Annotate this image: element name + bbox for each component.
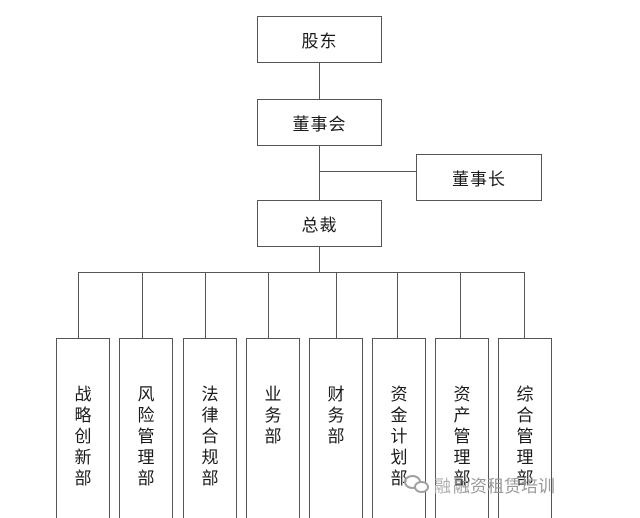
connector-chairman: [319, 171, 416, 172]
node-department: 综合管理部: [498, 338, 552, 518]
wechat-icon: [404, 473, 430, 495]
connector-dept-1: [78, 272, 79, 338]
watermark-name: 融资租赁培训: [453, 476, 555, 497]
node-department: 法律合规部: [183, 338, 237, 518]
department-label: 战略创新部: [74, 385, 92, 489]
connector-dept-2: [142, 272, 143, 338]
department-label: 法律合规部: [201, 385, 219, 489]
connector-board-ceo: [319, 146, 320, 200]
connector-dept-8: [524, 272, 525, 338]
department-label: 资产管理部: [453, 385, 471, 489]
department-label: 业务部: [264, 385, 282, 447]
department-label: 财务部: [327, 385, 345, 447]
node-department: 财务部: [309, 338, 363, 518]
department-bus: [78, 272, 525, 273]
node-department: 资产管理部: [435, 338, 489, 518]
watermark-prefix: 融: [434, 476, 451, 497]
node-board: 董事会: [257, 99, 382, 146]
connector-shareholders-board: [319, 62, 320, 99]
node-chairman-label: 董事长: [452, 170, 506, 190]
connector-dept-5: [336, 272, 337, 338]
node-board-label: 董事会: [292, 115, 347, 135]
node-chairman: 董事长: [416, 154, 542, 201]
department-label: 综合管理部: [516, 385, 534, 489]
node-department: 风险管理部: [119, 338, 173, 518]
node-ceo: 总裁: [257, 200, 382, 247]
node-shareholders: 股东: [257, 16, 382, 63]
watermark: 融 融资租赁培训: [404, 468, 555, 500]
connector-dept-6: [397, 272, 398, 338]
connector-dept-3: [205, 272, 206, 338]
node-department: 资金计划部: [372, 338, 426, 518]
department-label: 风险管理部: [137, 385, 155, 489]
node-department: 战略创新部: [56, 338, 110, 518]
connector-ceo-bus: [319, 246, 320, 272]
department-label: 资金计划部: [390, 385, 408, 489]
node-department: 业务部: [246, 338, 300, 518]
node-ceo-label: 总裁: [301, 216, 338, 236]
node-shareholders-label: 股东: [301, 32, 338, 52]
connector-dept-4: [268, 272, 269, 338]
connector-dept-7: [460, 272, 461, 338]
